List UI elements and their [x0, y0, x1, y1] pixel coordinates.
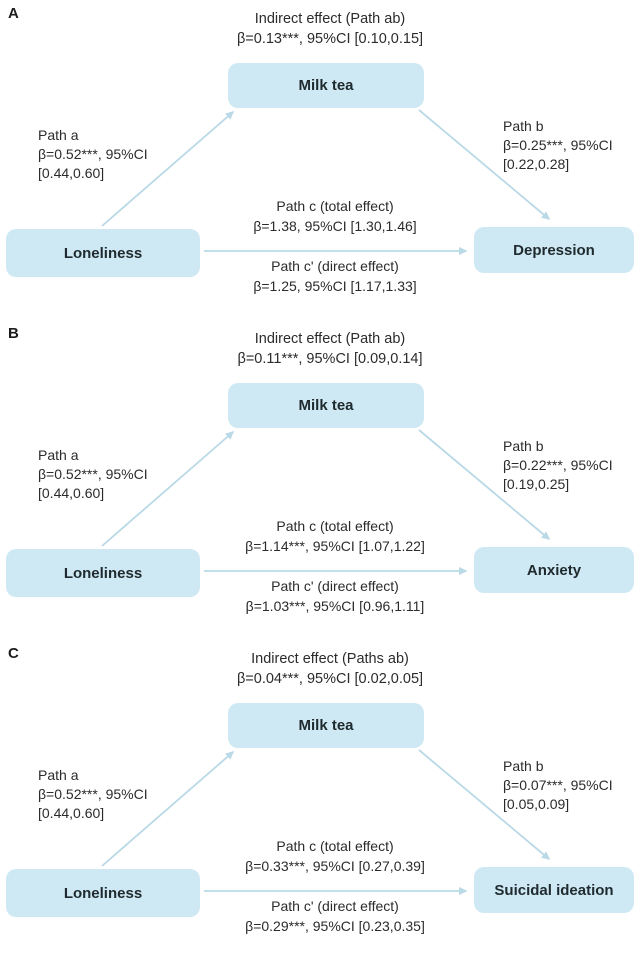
path-b-ci: [0.22,0.28]	[503, 156, 570, 172]
path-b-ci: [0.19,0.25]	[503, 476, 570, 492]
path-b-ci: [0.05,0.09]	[503, 796, 570, 812]
predictor-box: Loneliness	[6, 869, 200, 917]
path-c-prime-title: Path c' (direct effect)	[271, 898, 399, 914]
indirect-effect-title: Indirect effect (Path ab)	[254, 331, 406, 347]
path-a-label: Path a	[38, 447, 79, 463]
predictor-box: Loneliness	[6, 229, 200, 277]
path-c-prime-stats: Path c' (direct effect) β=0.29***, 95%CI…	[170, 896, 500, 936]
panel-label: A	[8, 5, 19, 22]
path-c-prime-stats: Path c' (direct effect) β=1.25, 95%CI [1…	[170, 256, 500, 296]
panel-label: B	[8, 325, 19, 342]
path-c-prime-value: β=1.25, 95%CI [1.17,1.33]	[253, 278, 417, 294]
mediator-box: Milk tea	[228, 703, 424, 748]
path-a-ci: [0.44,0.60]	[38, 485, 105, 501]
path-c-title: Path c (total effect)	[276, 518, 394, 534]
path-c-value: β=1.14***, 95%CI [1.07,1.22]	[245, 538, 425, 554]
path-b-value: β=0.07***, 95%CI	[503, 777, 613, 793]
outcome-box: Depression	[474, 227, 634, 273]
mediator-box: Milk tea	[228, 63, 424, 108]
path-c-prime-title: Path c' (direct effect)	[271, 578, 399, 594]
path-b-stats: Path b β=0.22***, 95%CI [0.19,0.25]	[503, 437, 613, 494]
indirect-effect-title: Indirect effect (Path ab)	[254, 11, 406, 27]
path-c-prime-title: Path c' (direct effect)	[271, 258, 399, 274]
path-c-value: β=1.38, 95%CI [1.30,1.46]	[253, 218, 417, 234]
path-c-title: Path c (total effect)	[276, 838, 394, 854]
mediator-box: Milk tea	[228, 383, 424, 428]
outcome-box: Anxiety	[474, 547, 634, 593]
path-a-label: Path a	[38, 767, 79, 783]
outcome-box: Suicidal ideation	[474, 867, 634, 913]
path-c-stats: Path c (total effect) β=1.38, 95%CI [1.3…	[170, 196, 500, 236]
path-b-stats: Path b β=0.07***, 95%CI [0.05,0.09]	[503, 757, 613, 814]
path-c-prime-stats: Path c' (direct effect) β=1.03***, 95%CI…	[170, 576, 500, 616]
path-c-title: Path c (total effect)	[276, 198, 394, 214]
path-b-label: Path b	[503, 118, 544, 134]
indirect-effect-value: β=0.04***, 95%CI [0.02,0.05]	[236, 671, 424, 687]
path-b-value: β=0.22***, 95%CI	[503, 457, 613, 473]
path-c-stats: Path c (total effect) β=0.33***, 95%CI […	[170, 836, 500, 876]
indirect-effect-value: β=0.13***, 95%CI [0.10,0.15]	[236, 31, 424, 47]
path-a-value: β=0.52***, 95%CI	[38, 786, 148, 802]
path-a-stats: Path a β=0.52***, 95%CI [0.44,0.60]	[38, 446, 148, 503]
path-a-ci: [0.44,0.60]	[38, 165, 105, 181]
path-a-value: β=0.52***, 95%CI	[38, 466, 148, 482]
path-a-stats: Path a β=0.52***, 95%CI [0.44,0.60]	[38, 126, 148, 183]
predictor-box: Loneliness	[6, 549, 200, 597]
path-b-value: β=0.25***, 95%CI	[503, 137, 613, 153]
indirect-effect-text: Indirect effect (Paths ab) β=0.04***, 95…	[120, 649, 540, 689]
indirect-effect-title: Indirect effect (Paths ab)	[251, 651, 409, 667]
indirect-effect-value: β=0.11***, 95%CI [0.09,0.14]	[237, 351, 423, 367]
path-a-ci: [0.44,0.60]	[38, 805, 105, 821]
panel-c: C Indirect effect (Paths ab) β=0.04***, …	[0, 640, 640, 960]
path-c-stats: Path c (total effect) β=1.14***, 95%CI […	[170, 516, 500, 556]
path-a-stats: Path a β=0.52***, 95%CI [0.44,0.60]	[38, 766, 148, 823]
panel-label: C	[8, 645, 19, 662]
path-a-value: β=0.52***, 95%CI	[38, 146, 148, 162]
path-c-value: β=0.33***, 95%CI [0.27,0.39]	[245, 858, 425, 874]
path-b-label: Path b	[503, 758, 544, 774]
indirect-effect-text: Indirect effect (Path ab) β=0.13***, 95%…	[120, 9, 540, 49]
panel-b: B Indirect effect (Path ab) β=0.11***, 9…	[0, 320, 640, 640]
path-b-label: Path b	[503, 438, 544, 454]
panel-a: A Indirect effect (Path ab) β=0.13***, 9…	[0, 0, 640, 320]
path-c-prime-value: β=0.29***, 95%CI [0.23,0.35]	[245, 918, 425, 934]
path-c-prime-value: β=1.03***, 95%CI [0.96,1.11]	[245, 598, 425, 614]
path-b-stats: Path b β=0.25***, 95%CI [0.22,0.28]	[503, 117, 613, 174]
path-a-label: Path a	[38, 127, 79, 143]
indirect-effect-text: Indirect effect (Path ab) β=0.11***, 95%…	[120, 329, 540, 369]
